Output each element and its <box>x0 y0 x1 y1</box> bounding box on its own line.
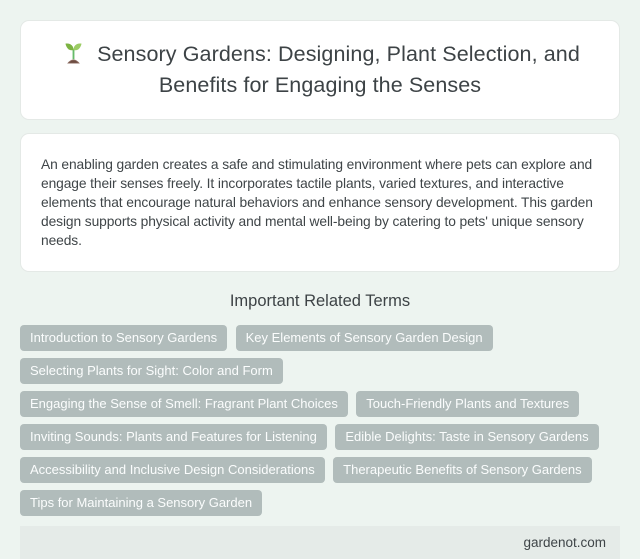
title-card: Sensory Gardens: Designing, Plant Select… <box>20 20 620 120</box>
related-term-tag[interactable]: Selecting Plants for Sight: Color and Fo… <box>20 358 283 384</box>
related-term-tag[interactable]: Introduction to Sensory Gardens <box>20 325 228 351</box>
seedling-icon <box>60 39 87 66</box>
related-term-tag[interactable]: Inviting Sounds: Plants and Features for… <box>20 424 327 450</box>
related-term-tag[interactable]: Accessibility and Inclusive Design Consi… <box>20 457 325 483</box>
related-terms-list: Introduction to Sensory Gardens Key Elem… <box>20 325 620 523</box>
page-title-text: Sensory Gardens: Designing, Plant Select… <box>97 42 580 97</box>
related-term-tag[interactable]: Therapeutic Benefits of Sensory Gardens <box>333 457 592 483</box>
summary-text: An enabling garden creates a safe and st… <box>41 157 593 248</box>
footer-bar: gardenot.com <box>20 526 620 559</box>
page: Sensory Gardens: Designing, Plant Select… <box>20 20 620 559</box>
related-term-tag[interactable]: Tips for Maintaining a Sensory Garden <box>20 490 263 516</box>
related-term-tag[interactable]: Engaging the Sense of Smell: Fragrant Pl… <box>20 391 348 417</box>
site-name: gardenot.com <box>523 535 606 550</box>
related-terms-heading: Important Related Terms <box>229 292 411 310</box>
related-term-tag[interactable]: Key Elements of Sensory Garden Design <box>235 325 493 351</box>
related-term-tag[interactable]: Edible Delights: Taste in Sensory Garden… <box>335 424 599 450</box>
summary-card: An enabling garden creates a safe and st… <box>20 133 620 272</box>
page-title: Sensory Gardens: Designing, Plant Select… <box>45 39 595 101</box>
related-term-tag[interactable]: Touch-Friendly Plants and Textures <box>356 391 580 417</box>
